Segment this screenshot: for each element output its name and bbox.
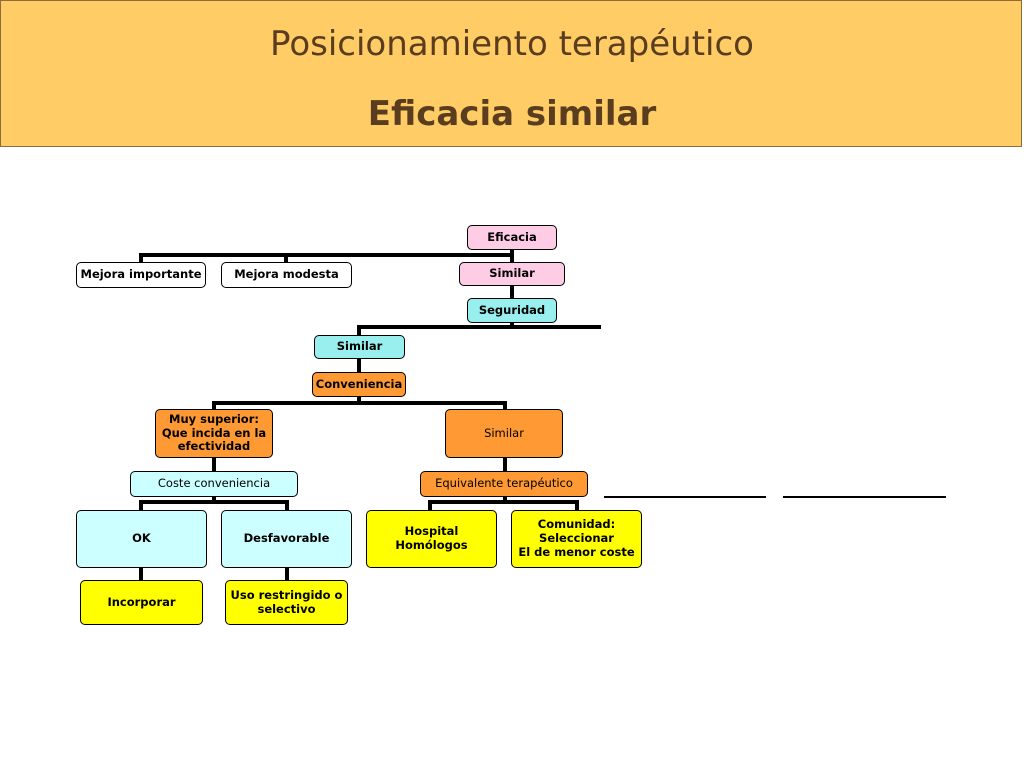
- connector: [285, 568, 289, 580]
- connector: [503, 497, 507, 502]
- connector: [284, 253, 288, 263]
- node-hospital: Hospital Homólogos: [366, 510, 497, 568]
- connector: [428, 500, 432, 510]
- connector: [575, 500, 579, 510]
- node-similar-eficacia: Similar: [459, 262, 565, 286]
- header-banner: [0, 0, 1022, 147]
- connector: [212, 401, 216, 409]
- node-uso-restringido: Uso restringido o selectivo: [225, 580, 348, 625]
- connector: [212, 401, 507, 405]
- connector: [503, 458, 507, 471]
- node-desfavorable: Desfavorable: [221, 510, 352, 568]
- connector: [139, 500, 289, 504]
- node-muy-superior: Muy superior: Que incida en la efectivid…: [155, 409, 273, 458]
- connector: [510, 286, 514, 298]
- connector: [285, 500, 289, 510]
- connector: [357, 325, 361, 335]
- page-title: Posicionamiento terapéutico: [270, 24, 754, 64]
- node-similar-seguridad: Similar: [314, 335, 405, 359]
- connector: [212, 497, 216, 502]
- connector: [212, 458, 216, 471]
- empty-box-underline: [604, 496, 766, 498]
- node-seguridad: Seguridad: [467, 298, 557, 323]
- empty-box-underline: [783, 496, 946, 498]
- node-conveniencia: Conveniencia: [312, 372, 406, 397]
- connector: [357, 359, 361, 372]
- connector: [139, 253, 514, 257]
- page-subtitle: Eficacia similar: [367, 94, 657, 134]
- node-equivalente-terapeutico: Equivalente terapéutico: [420, 471, 588, 497]
- connector: [357, 325, 601, 329]
- node-incorporar: Incorporar: [80, 580, 203, 625]
- connector: [139, 500, 143, 510]
- connector: [139, 568, 143, 580]
- connector: [357, 397, 361, 403]
- connector: [428, 500, 579, 504]
- node-mejora-modesta: Mejora modesta: [221, 262, 352, 288]
- node-mejora-importante: Mejora importante: [76, 262, 206, 288]
- node-ok: OK: [76, 510, 207, 568]
- node-coste-conveniencia: Coste conveniencia: [130, 471, 298, 497]
- node-eficacia: Eficacia: [467, 225, 557, 250]
- node-similar-conveniencia: Similar: [445, 409, 563, 458]
- connector: [139, 253, 143, 263]
- connector: [503, 401, 507, 409]
- node-comunidad: Comunidad: Seleccionar El de menor coste: [511, 510, 642, 568]
